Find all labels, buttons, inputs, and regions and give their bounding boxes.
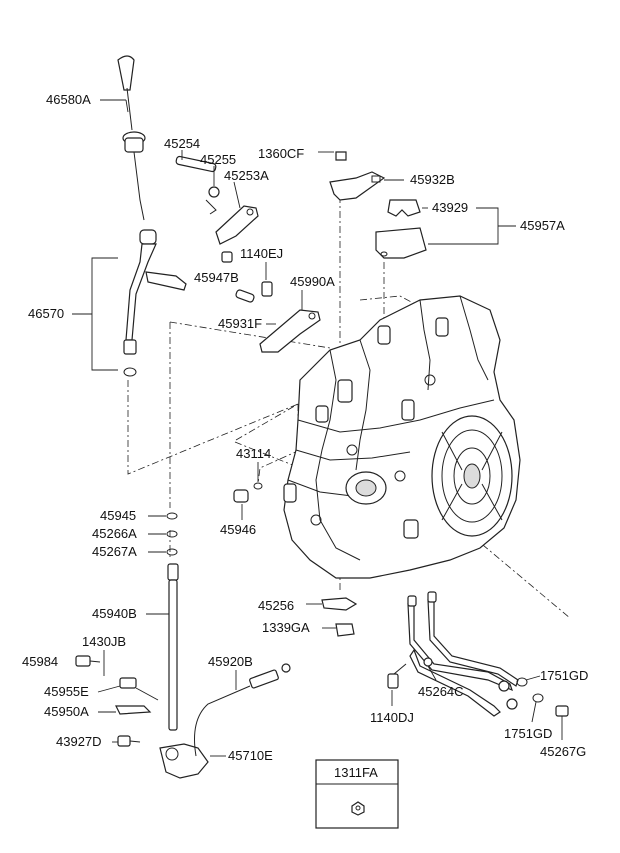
label-45710E: 45710E	[228, 748, 273, 763]
transaxle-case	[283, 295, 521, 579]
label-45950A: 45950A	[44, 704, 89, 719]
manual-shaft	[146, 563, 226, 779]
lever-hardware	[75, 650, 159, 747]
label-1360CF: 1360CF	[258, 146, 304, 161]
inset-title: 1311FA	[334, 765, 378, 780]
label-45267A: 45267A	[92, 544, 137, 559]
filler-tube	[72, 229, 187, 377]
label-45946: 45946	[220, 522, 256, 537]
bracket-45990A	[235, 262, 321, 353]
label-43927D: 43927D	[56, 734, 102, 749]
label-1751GD-bottom: 1751GD	[504, 726, 552, 741]
label-45931F: 45931F	[218, 316, 262, 331]
dipstick	[100, 55, 146, 221]
label-45267G: 45267G	[540, 744, 586, 759]
cable-45920B	[194, 663, 291, 757]
label-45940B: 45940B	[92, 606, 137, 621]
nut-icon	[351, 801, 365, 816]
label-1339GA: 1339GA	[262, 620, 310, 635]
label-45253A: 45253A	[224, 168, 269, 183]
label-46580A: 46580A	[46, 92, 91, 107]
label-43929: 43929	[432, 200, 468, 215]
label-1751GD-top: 1751GD	[540, 668, 588, 683]
seal-stack	[148, 512, 178, 556]
label-1430JB: 1430JB	[82, 634, 126, 649]
label-46570: 46570	[28, 306, 64, 321]
cooler-pipes	[387, 591, 569, 740]
label-1140EJ: 1140EJ	[240, 246, 283, 261]
detent-lever-group	[175, 150, 259, 263]
label-45920B: 45920B	[208, 654, 253, 669]
fitting-43114	[233, 462, 263, 520]
bracket-45256	[306, 597, 358, 637]
label-45254: 45254	[164, 136, 200, 151]
label-45955E: 45955E	[44, 684, 89, 699]
label-45255: 45255	[200, 152, 236, 167]
label-1140DJ: 1140DJ	[370, 710, 414, 725]
label-45984: 45984	[22, 654, 58, 669]
label-45932B: 45932B	[410, 172, 455, 187]
clip-43929	[375, 199, 516, 259]
label-45957A: 45957A	[520, 218, 565, 233]
label-45256: 45256	[258, 598, 294, 613]
label-45990A: 45990A	[290, 274, 335, 289]
label-45264C: 45264C	[418, 684, 464, 699]
label-45266A: 45266A	[92, 526, 137, 541]
bracket-45932B	[318, 151, 404, 201]
label-45945: 45945	[100, 508, 136, 523]
inset-box	[315, 759, 399, 829]
label-45947B: 45947B	[194, 270, 239, 285]
label-43114: 43114	[236, 446, 271, 461]
